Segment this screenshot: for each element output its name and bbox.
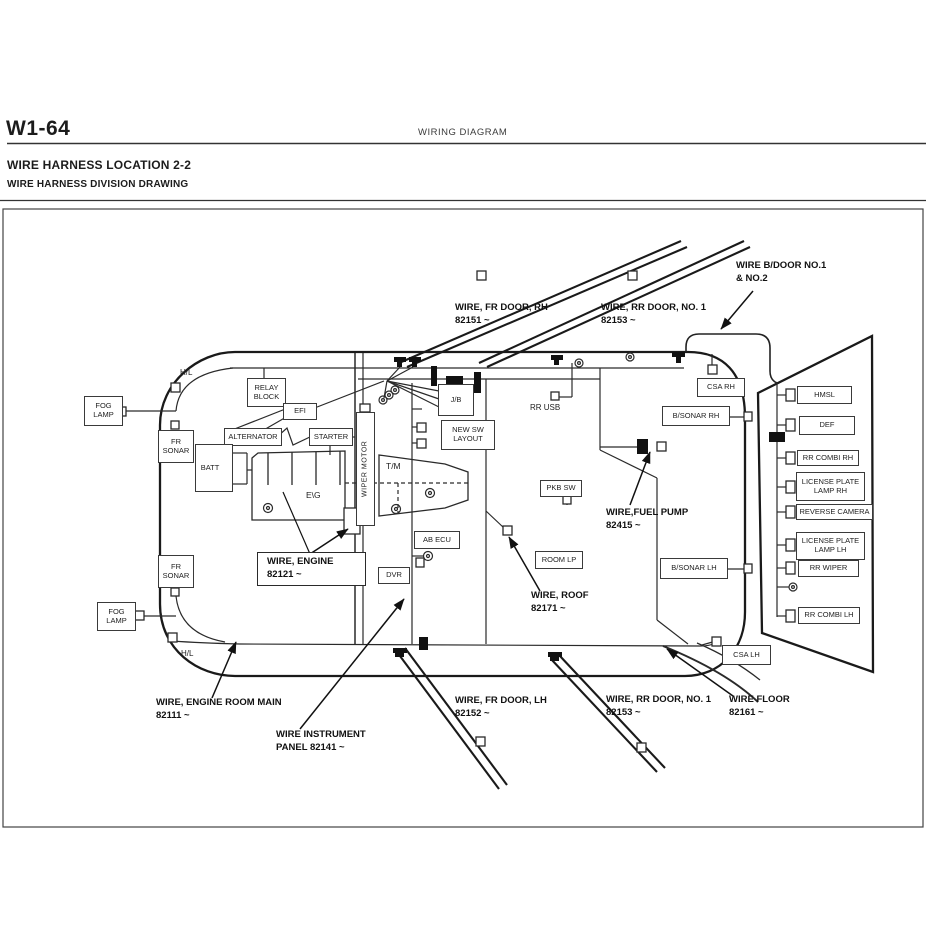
reverse-camera-label: REVERSE CAMERA: [796, 504, 873, 520]
airbag-ecu-label: AB ECU: [414, 531, 460, 549]
drawing-frame: [2, 208, 924, 828]
starter-label: STARTER: [309, 428, 353, 446]
callout-arrows: [211, 290, 754, 730]
wiper-motor-label: WIPER MOTOR: [356, 412, 375, 526]
engine-label: E\G: [306, 490, 321, 500]
engine-block-shape: [251, 450, 346, 521]
junction-block-label: J/B: [438, 384, 474, 416]
door-harness-lines: [396, 240, 751, 790]
alternator-label: ALTERNATOR: [224, 428, 282, 446]
csa-rh-label: CSA RH: [697, 378, 745, 397]
block-connectors: [393, 352, 785, 661]
callout-wire-bdoor: WIRE B/DOOR NO.1& NO.2: [736, 260, 827, 284]
bdoor-harness-conduit: [685, 333, 778, 384]
hmsl-label: HMSL: [797, 386, 852, 404]
dvr-label: DVR: [378, 567, 410, 584]
efi-label: EFI: [283, 403, 317, 420]
pkb-switch-label: PKB SW: [540, 480, 582, 497]
b-sonar-lh-label: B/SONAR LH: [660, 558, 728, 579]
harness-routing-lines: [126, 353, 789, 703]
page-title: WIRE HARNESS LOCATION 2-2: [7, 158, 192, 172]
back-door-panel-outline: [756, 334, 875, 674]
section-header: WIRING DIAGRAM: [418, 127, 508, 138]
square-connectors: [116, 270, 796, 753]
csa-lh-label: CSA LH: [722, 645, 771, 665]
rr-wiper-label: RR WIPER: [798, 560, 859, 577]
page-rules: [0, 142, 926, 202]
battery-label: BATT: [195, 444, 233, 492]
rr-combi-rh-label: RR COMBI RH: [797, 450, 859, 466]
page-code: W1-64: [6, 117, 71, 140]
headlamp-top-label: H/L: [180, 368, 193, 377]
b-sonar-rh-label: B/SONAR RH: [662, 406, 730, 426]
room-lamp-label: ROOM LP: [535, 551, 583, 569]
ring-connectors: [262, 352, 798, 592]
headlamp-bottom-label: H/L: [181, 649, 194, 658]
transmission-label: T/M: [386, 461, 401, 471]
rr-combi-lh-label: RR COMBI LH: [798, 607, 860, 624]
rr-usb-label: RR USB: [530, 403, 561, 412]
page-subtitle: WIRE HARNESS DIVISION DRAWING: [7, 179, 189, 190]
defogger-label: DEF: [799, 416, 855, 435]
